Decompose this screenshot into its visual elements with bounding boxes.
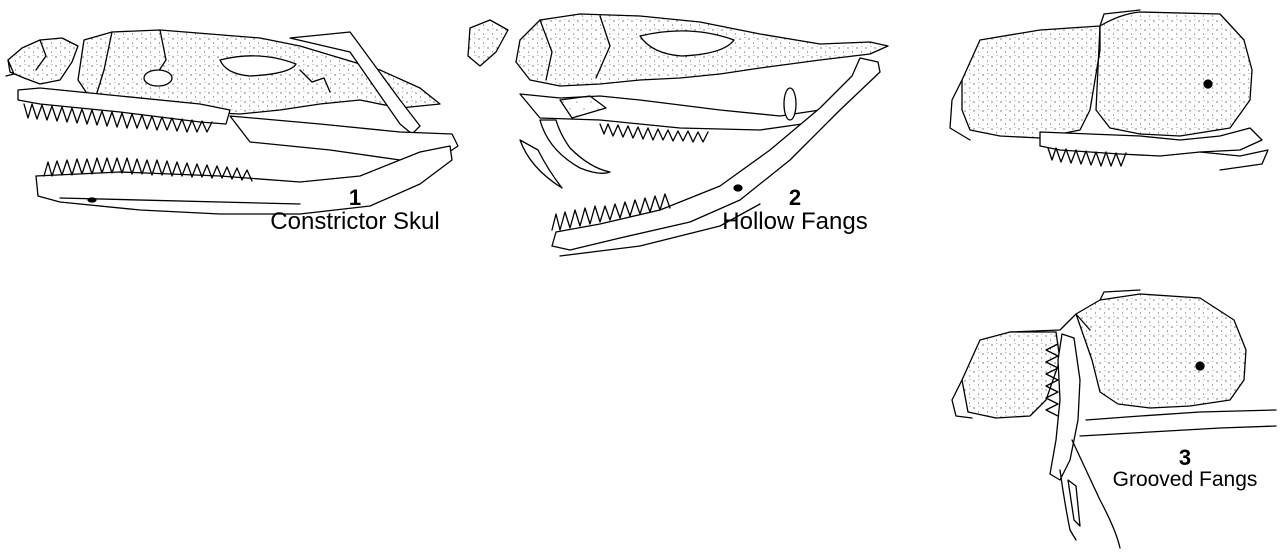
grooved-fang-skull-upper-drawing [950, 10, 1268, 170]
figure-3-caption: Grooved Fangs [1100, 469, 1270, 491]
figure-2-number: 2 [700, 186, 890, 209]
figure-2-label: 2 Hollow Fangs [700, 186, 890, 234]
grooved-fang-skull-lower-drawing [952, 290, 1276, 548]
figure-1-number: 1 [240, 186, 470, 209]
figure-2-caption: Hollow Fangs [700, 209, 890, 234]
figure-3-label: 3 Grooved Fangs [1100, 446, 1270, 491]
figure-1-caption: Constrictor Skul [240, 209, 470, 234]
figure-1-label: 1 Constrictor Skul [240, 186, 470, 234]
figure-3-number: 3 [1100, 446, 1270, 469]
